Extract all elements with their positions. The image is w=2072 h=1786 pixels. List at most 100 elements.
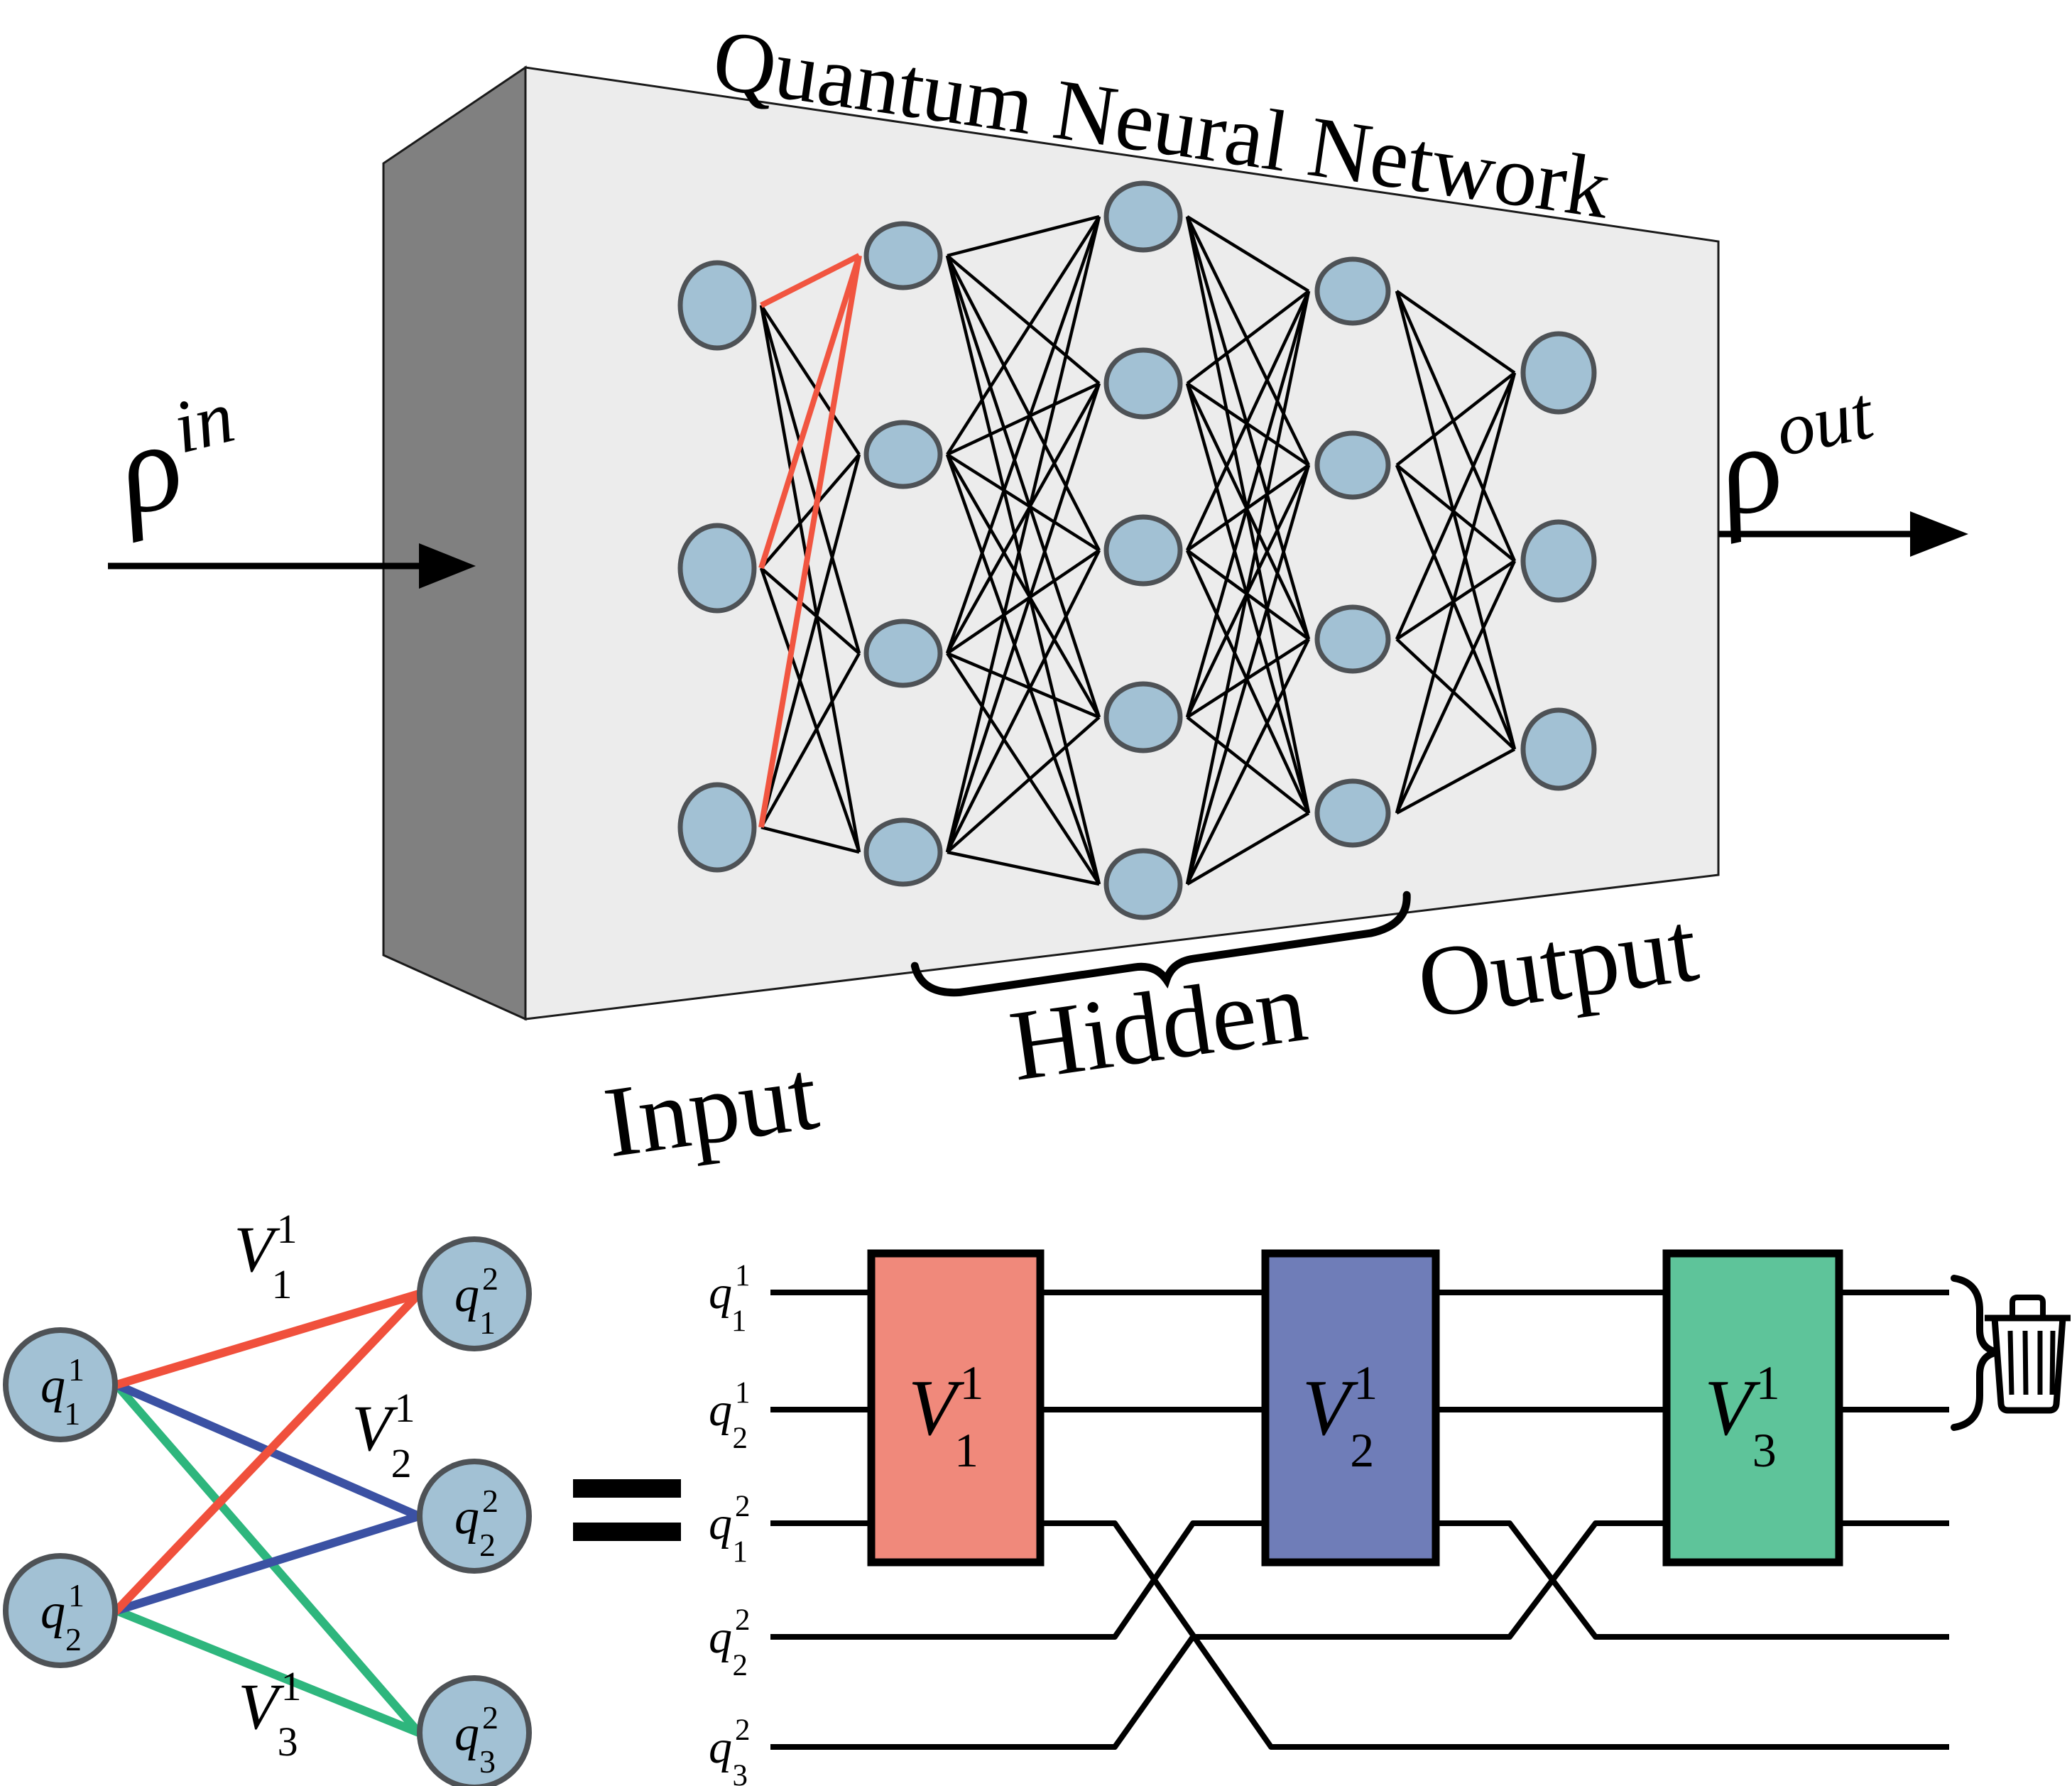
trash-body — [1991, 1317, 2066, 1414]
network-edge — [946, 382, 1101, 655]
gate-v12 — [1261, 1249, 1440, 1567]
network-edge — [947, 381, 1100, 457]
network-edge — [946, 453, 1101, 719]
arrow-head-icon — [1910, 511, 1968, 557]
network-edge — [1395, 290, 1516, 374]
network-edge — [1186, 812, 1310, 886]
gate-v11 — [867, 1249, 1045, 1567]
trash-rib — [2049, 1330, 2056, 1395]
trash-rib — [2022, 1330, 2029, 1395]
network-node — [1103, 180, 1183, 253]
network-edge — [945, 255, 1101, 885]
network-edge — [945, 255, 1101, 718]
graph-edge — [112, 1290, 423, 1389]
network-edge — [759, 567, 861, 853]
network-edge — [947, 214, 1100, 258]
network-edge — [1395, 371, 1516, 467]
rho-in-label: ρin — [99, 374, 256, 543]
network-node — [1103, 514, 1183, 587]
network-edge — [1185, 290, 1311, 718]
network-edge — [1395, 290, 1517, 562]
network-edge — [1395, 372, 1517, 640]
network-edge — [1185, 550, 1311, 814]
network-edge — [1185, 383, 1311, 814]
network-edge — [1395, 464, 1516, 562]
trash-rib — [2007, 1330, 2014, 1395]
network-edge — [760, 453, 861, 570]
network-edge — [947, 651, 1100, 719]
network-edge — [946, 453, 1101, 552]
network-edge — [1185, 290, 1311, 551]
network-edge — [1395, 464, 1517, 750]
network-edge — [1395, 560, 1516, 641]
network-edge — [945, 549, 1101, 854]
network-edge — [945, 383, 1101, 853]
output-arrow — [1718, 511, 1968, 557]
network-node — [863, 817, 943, 887]
network-edge — [1186, 290, 1310, 385]
network-edge — [946, 716, 1101, 854]
graph-node — [417, 1236, 532, 1351]
graph-node — [417, 1675, 532, 1786]
arrow-head-icon — [419, 543, 476, 589]
network-edge — [1395, 638, 1516, 751]
network-highlighted-edge — [758, 254, 862, 570]
network-edge — [947, 850, 1100, 886]
network-highlighted-edge — [760, 253, 861, 308]
network-edge — [1185, 464, 1311, 885]
network-edge — [760, 652, 861, 829]
layer-label-output: Output — [1411, 890, 1704, 1040]
layer-label-input: Input — [598, 1038, 824, 1178]
rho-out-label: ρout — [1701, 371, 1894, 545]
network-edge — [1395, 290, 1517, 750]
graph-edge — [112, 1381, 423, 1737]
network-edge — [1395, 748, 1516, 815]
network-node — [1520, 519, 1597, 603]
input-arrow — [108, 543, 476, 589]
network-edge — [946, 254, 1101, 385]
network-edge — [1395, 560, 1517, 814]
discard-brace — [1951, 1275, 2000, 1431]
network-edge — [759, 454, 861, 828]
graph-node — [3, 1553, 118, 1668]
circuit-wire — [770, 1520, 1949, 1750]
network-node — [1520, 331, 1597, 415]
equals-sign — [573, 1479, 681, 1541]
network-highlighted-edge — [758, 255, 862, 828]
network-edge — [760, 567, 861, 655]
network-node — [1103, 347, 1183, 420]
layer-label-hidden: Hidden — [1003, 949, 1313, 1102]
network-node — [863, 221, 943, 290]
network-edge — [1185, 290, 1311, 885]
network-edge — [759, 305, 861, 654]
network-node — [1103, 848, 1183, 920]
network-node — [677, 782, 757, 873]
network-node — [1314, 604, 1391, 674]
qnn-network — [677, 180, 1597, 920]
graph-node — [3, 1327, 118, 1442]
graph-edge — [112, 1512, 423, 1615]
network-edge — [1185, 216, 1311, 640]
network-node — [1520, 707, 1597, 791]
trash-handle — [2010, 1295, 2046, 1318]
network-node — [1314, 256, 1391, 326]
network-node — [1314, 778, 1391, 848]
